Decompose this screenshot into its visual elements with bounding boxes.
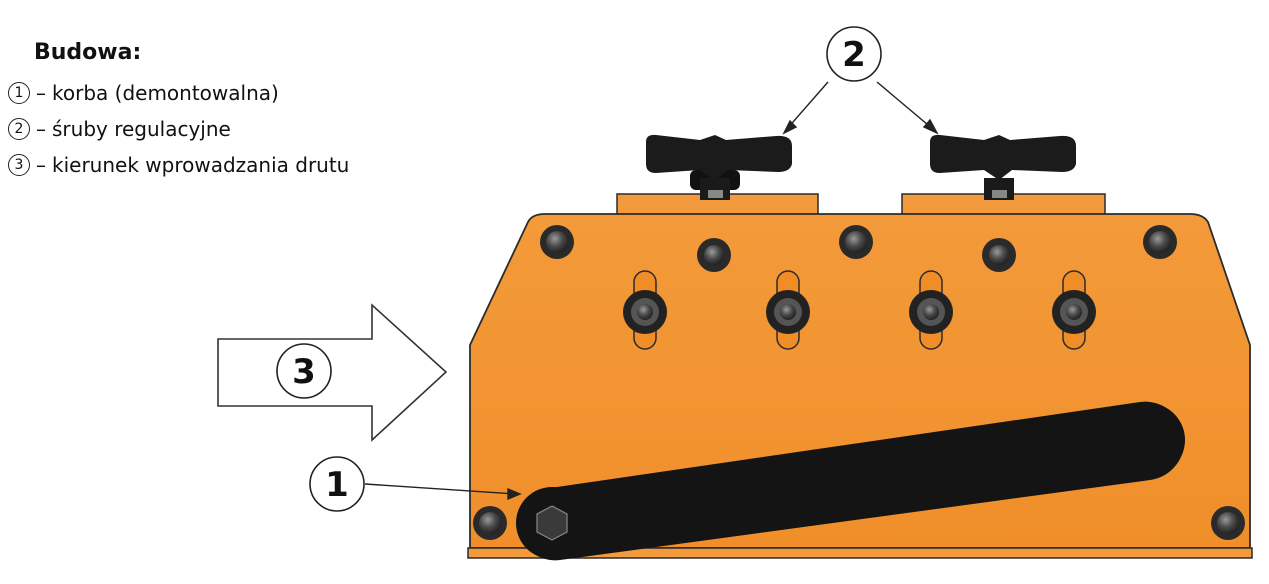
legend-title: Budowa: <box>34 40 142 65</box>
callout-1: 1 <box>309 456 365 512</box>
base-plate <box>467 547 1253 559</box>
adjusting-knob-left <box>646 134 792 200</box>
legend: Budowa: 1 – korba (demontowalna) 2 – śru… <box>8 40 349 183</box>
legend-text: śruby regulacyjne <box>52 117 231 141</box>
legend-number: 2 <box>8 118 30 140</box>
legend-separator: – <box>36 81 46 105</box>
roller-bolts <box>623 270 1096 350</box>
callout-2-label: 2 <box>842 35 866 75</box>
legend-separator: – <box>36 153 46 177</box>
adjusting-knob-right <box>930 134 1076 200</box>
callout-leaders <box>364 81 939 501</box>
legend-separator: – <box>36 117 46 141</box>
legend-text: kierunek wprowadzania drutu <box>52 153 350 177</box>
legend-item-feed: 3 – kierunek wprowadzania drutu <box>8 147 349 183</box>
legend-number: 1 <box>8 82 30 104</box>
legend-text: korba (demontowalna) <box>52 81 279 105</box>
callout-3: 3 <box>276 343 332 399</box>
callout-2: 2 <box>826 26 882 82</box>
body-bolts-bottom <box>473 506 1245 540</box>
feed-direction-arrow <box>217 303 448 442</box>
legend-item-screws: 2 – śruby regulacyjne <box>8 111 349 147</box>
crank-handle <box>516 401 1185 561</box>
callout-3-label: 3 <box>292 352 316 392</box>
legend-number: 3 <box>8 154 30 176</box>
legend-item-crank: 1 – korba (demontowalna) <box>8 75 349 111</box>
callout-1-label: 1 <box>325 465 349 505</box>
body-bolts-top <box>540 225 1177 272</box>
